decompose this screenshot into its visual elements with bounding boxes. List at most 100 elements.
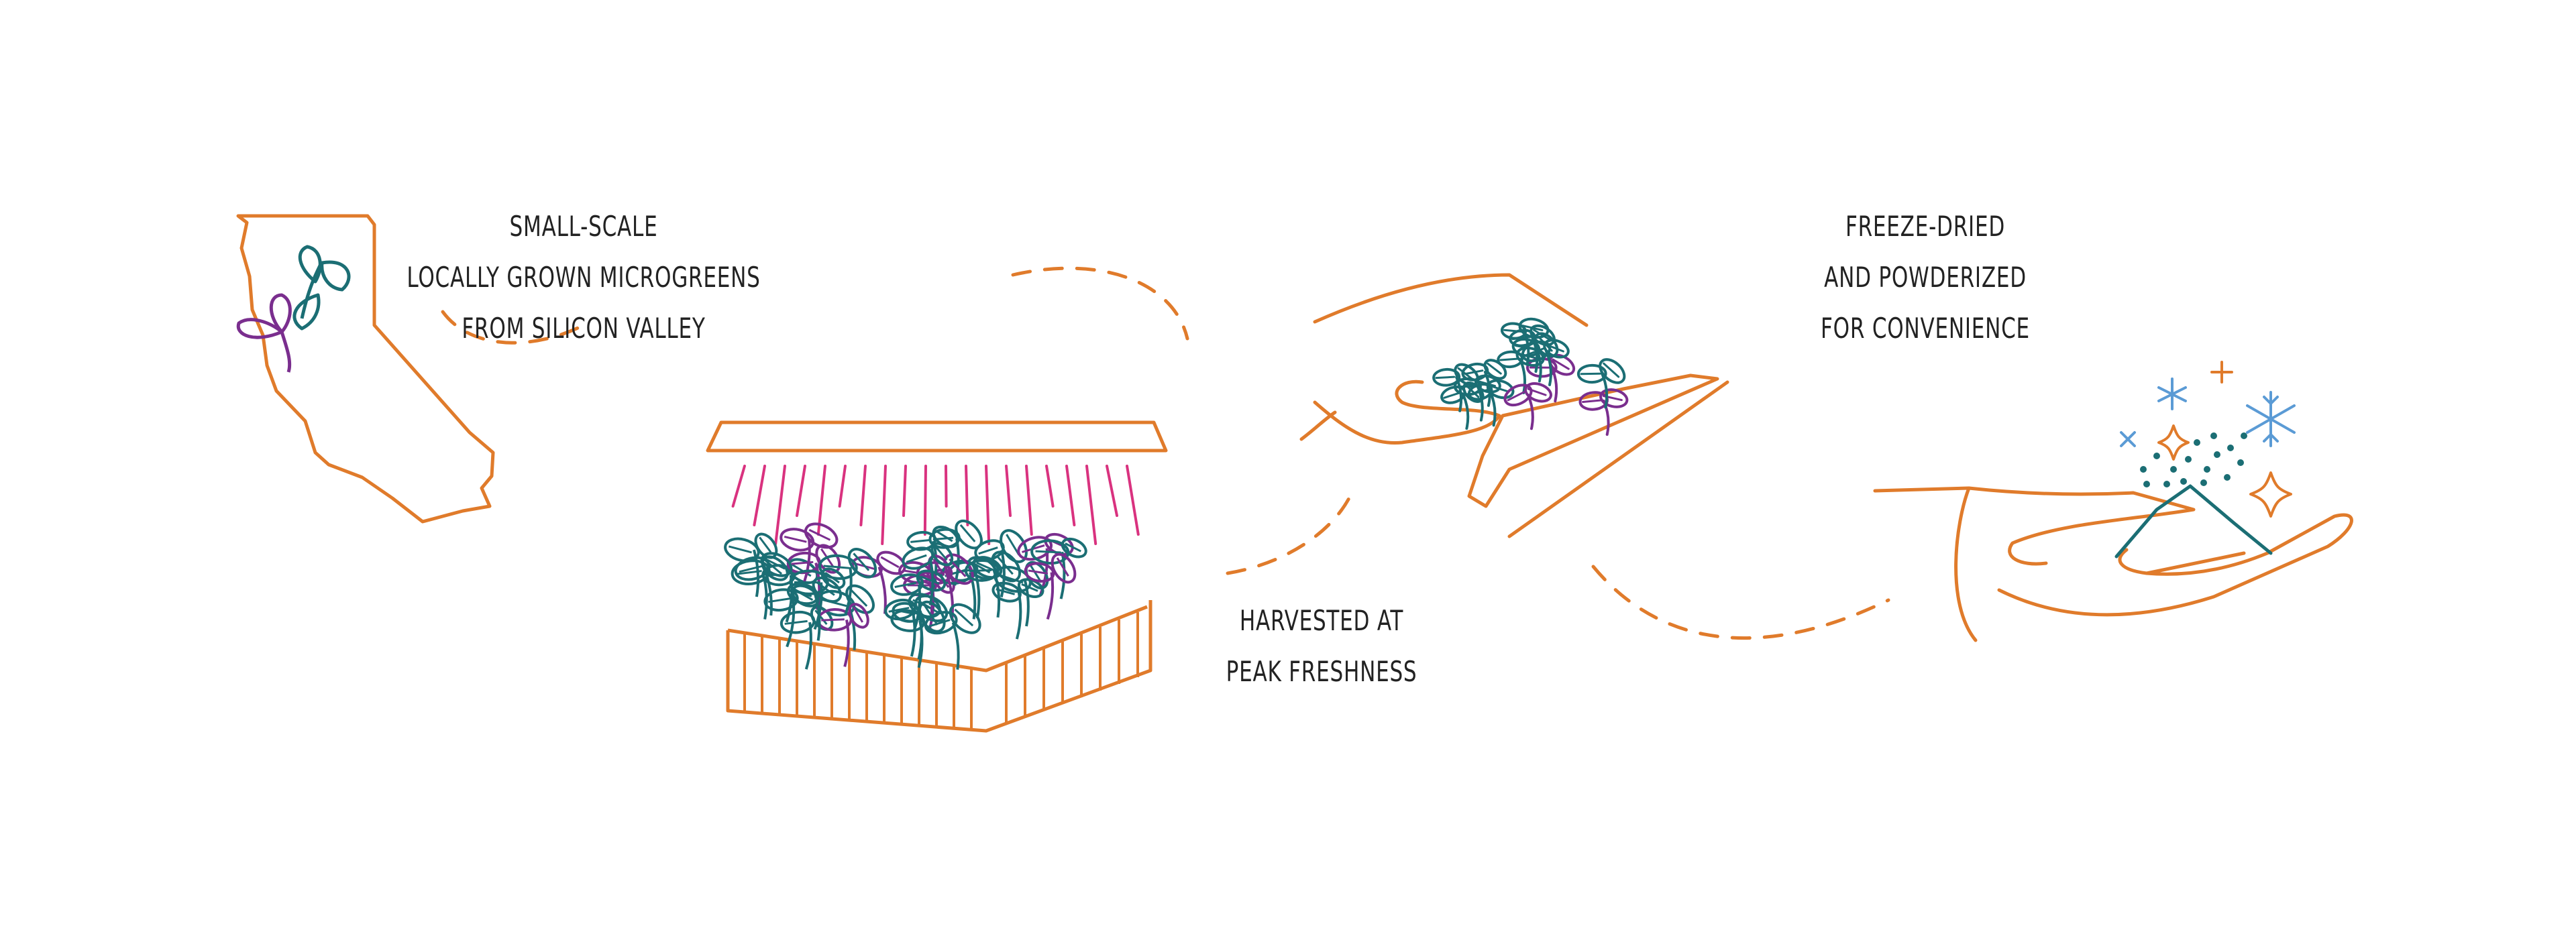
light-ray (985, 465, 991, 545)
leaf-icon (1467, 383, 1493, 401)
leaf-icon (890, 573, 924, 596)
leaf-icon (916, 569, 947, 592)
leaf-icon (1432, 367, 1461, 387)
powder-dot (2180, 478, 2187, 485)
leaf-icon (994, 565, 1032, 593)
leaf-icon (1497, 350, 1524, 369)
grow-tray-icon (706, 420, 1168, 733)
light-ray (902, 465, 907, 517)
stem (951, 622, 960, 670)
powder-dot (2224, 474, 2231, 481)
leaf-icon (1486, 379, 1515, 400)
stem (917, 620, 924, 668)
powder-dot (2143, 481, 2150, 487)
caption-line: AND POWDERIZED (1824, 261, 2027, 294)
light-ray (1085, 465, 1097, 545)
light-ray (1106, 465, 1118, 517)
caption-line: SMALL-SCALE (509, 210, 658, 243)
leaf-icon (734, 556, 771, 581)
light-ray (1126, 465, 1140, 536)
leaf-icon (1051, 552, 1077, 584)
sprout-teal-icon (292, 245, 351, 331)
caption-line: LOCALLY GROWN MICROGREENS (407, 261, 761, 294)
stem (1462, 393, 1470, 430)
light-ray (1025, 465, 1033, 536)
light-ray (881, 465, 887, 545)
leaf-icon (1061, 537, 1087, 559)
light-ray (923, 465, 927, 536)
stem (1526, 394, 1534, 430)
stem (1550, 366, 1558, 403)
light-ray (1065, 465, 1076, 526)
hand-powder-icon (1873, 361, 2353, 642)
stem (843, 619, 850, 667)
step-caption-grow: SMALL-SCALE LOCALLY GROWN MICROGREENS FR… (385, 201, 782, 354)
leaf-icon (763, 588, 799, 612)
caption-line: HARVESTED AT (1239, 604, 1404, 637)
stem (1489, 390, 1497, 427)
leaf-icon (955, 519, 983, 550)
light-ray (1045, 465, 1055, 508)
light-ray (796, 465, 806, 517)
light-ray (945, 465, 948, 508)
sparkle-icon (2157, 361, 2292, 518)
light-ray (731, 465, 746, 508)
stem (1000, 550, 1006, 597)
leaf-icon (1576, 363, 1607, 384)
leaf-icon (818, 554, 858, 580)
stem (945, 573, 955, 621)
light-ray (859, 465, 867, 526)
step-caption-harvest: HARVESTED AT PEAK FRESHNESS (1173, 595, 1470, 697)
leaf-icon (760, 552, 793, 577)
leaf-icon (1524, 382, 1552, 403)
stem (1601, 372, 1609, 409)
caption-line: PEAK FRESHNESS (1226, 655, 1417, 688)
powder-dot (2140, 466, 2147, 473)
light-ray (838, 465, 847, 508)
light-ray (965, 465, 969, 526)
leaf-icon (991, 550, 1022, 583)
leaf-icon (1024, 562, 1055, 583)
snowflake-icon (2120, 377, 2296, 447)
leaf-icon (754, 532, 778, 559)
caption-line: FROM SILICON VALLEY (462, 312, 706, 345)
powder-dot (2153, 453, 2160, 459)
powder-dot (2170, 466, 2177, 473)
leaf-icon (949, 603, 981, 634)
powder-dot (2194, 439, 2200, 446)
light-ray (753, 465, 766, 526)
leaf-icon (724, 537, 760, 563)
dashed-path (441, 266, 1890, 640)
powder-dot (2200, 479, 2207, 486)
leaf-icon (1599, 358, 1626, 384)
leaf-icon (1024, 561, 1049, 590)
stem (1023, 579, 1030, 627)
powder-dot (2185, 456, 2192, 463)
caption-line: FREEZE-DRIED (1845, 210, 2006, 243)
light-ray (1005, 465, 1012, 517)
leaf-icon (812, 576, 843, 603)
light-rays (731, 465, 1140, 545)
powder-dot (2210, 432, 2217, 439)
leaf-icon (791, 584, 820, 607)
leaf-icon (924, 611, 958, 635)
leaf-icon (847, 548, 877, 579)
step-caption-dry: FREEZE-DRIED AND POWDERIZED FOR CONVENIE… (1776, 201, 2074, 354)
leaf-icon (804, 522, 839, 549)
leaf-icon (848, 603, 869, 629)
sprout-purple-icon (236, 293, 292, 373)
powder-dot (2204, 466, 2210, 473)
powder-dot (2163, 481, 2170, 487)
leaf-icon (1548, 353, 1576, 376)
powder-dot (2241, 432, 2247, 439)
leaf-icon (845, 584, 875, 614)
stem (752, 549, 760, 597)
caption-line: FOR CONVENIENCE (1821, 312, 2030, 345)
light-ray (774, 465, 786, 545)
leaf-icon (1509, 329, 1536, 347)
leaf-icon (1454, 363, 1480, 386)
powder-dot (2227, 445, 2234, 451)
hand-harvesting-icon (1299, 273, 1729, 538)
leaf-icon (930, 542, 954, 567)
